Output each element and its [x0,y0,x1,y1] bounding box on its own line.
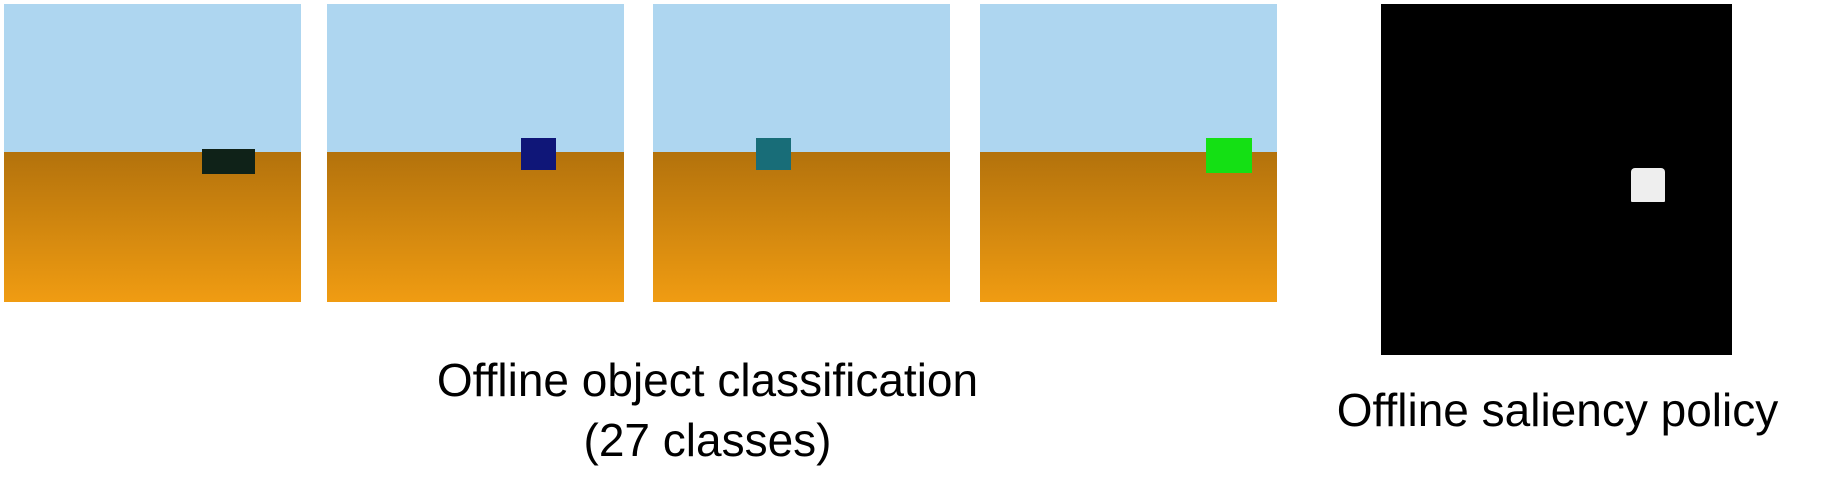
ground [980,152,1277,302]
saliency-caption-text: Offline saliency policy [1336,384,1779,436]
object-green-rectangle [1206,138,1252,173]
sky [980,4,1277,152]
saliency-map [1381,4,1732,355]
sky [4,4,301,152]
object-teal-square [756,138,791,170]
classification-caption-line2: (27 classes) [583,414,832,466]
sky [653,4,950,152]
classification-caption: Offline object classification (27 classe… [370,350,1045,470]
ground [653,152,950,302]
object-navy-square [521,138,556,170]
sky [327,4,624,152]
classification-caption-line1: Offline object classification [436,354,979,406]
scene-image-2 [327,4,624,302]
saliency-caption: Offline saliency policy [1300,380,1815,440]
scene-image-4 [980,4,1277,302]
object-dark-rectangle [202,149,255,174]
ground [327,152,624,302]
saliency-blob [1631,168,1665,202]
scene-image-3 [653,4,950,302]
scene-image-1 [4,4,301,302]
ground [4,152,301,302]
